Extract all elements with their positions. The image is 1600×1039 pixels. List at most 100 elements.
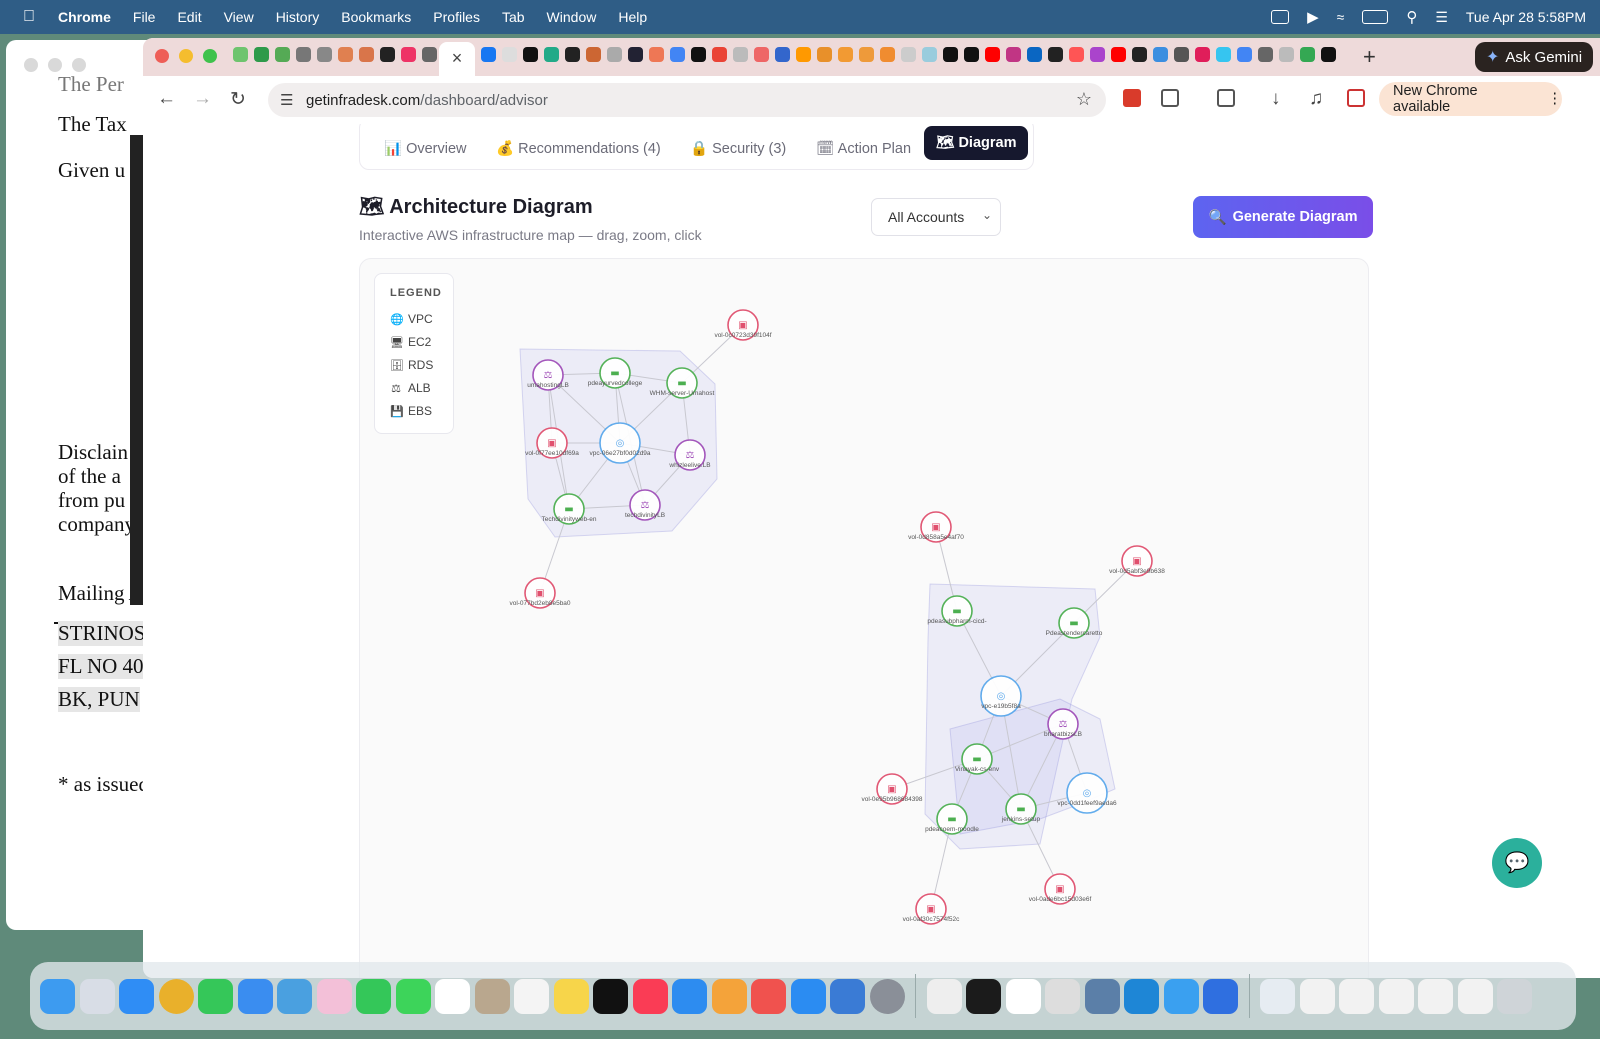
launchpad-icon[interactable] — [79, 978, 115, 1014]
diagram-node-ebs[interactable]: ▣vol-0d858a5e4af70 — [908, 511, 964, 543]
diagram-node-ec2[interactable]: ▬pdeacoem-moodle — [925, 803, 979, 835]
tab-favicon[interactable] — [401, 47, 416, 62]
tab-favicon[interactable] — [1111, 47, 1126, 62]
tab-favicon[interactable] — [859, 47, 874, 62]
vscode-icon[interactable] — [1124, 978, 1159, 1014]
menu-edit[interactable]: Edit — [177, 9, 202, 25]
menu-bookmarks[interactable]: Bookmarks — [341, 9, 412, 25]
tab-favicon[interactable] — [733, 47, 748, 62]
terminal-icon[interactable] — [966, 978, 1001, 1014]
diagram-node-vpc[interactable]: ◎vpc-e19b5f8a — [980, 675, 1022, 717]
windows-app-icon[interactable] — [1203, 978, 1238, 1014]
calendar-icon[interactable] — [435, 978, 470, 1014]
contacts-icon[interactable] — [474, 978, 510, 1014]
tab-favicon[interactable] — [964, 47, 979, 62]
zoom-window-button[interactable] — [203, 49, 217, 63]
rocket-app-icon[interactable] — [751, 978, 786, 1014]
menu-file[interactable]: File — [132, 9, 156, 25]
download-icon[interactable]: ↓ — [1271, 88, 1281, 109]
diagram-node-ebs[interactable]: ▣vol-0e95b968684398 — [861, 773, 923, 805]
document-thumbnail-icon[interactable] — [1339, 978, 1374, 1014]
minimize-window-button[interactable] — [179, 49, 193, 63]
wifi-icon[interactable]: ≈ — [1336, 9, 1345, 25]
textedit-icon[interactable] — [926, 978, 962, 1014]
play-icon[interactable]: ▶ — [1307, 9, 1319, 26]
account-select[interactable]: All Accounts⌄ — [871, 198, 1001, 236]
diagram-node-ebs[interactable]: ▣vol-077bd2eb8e5ba0 — [509, 577, 571, 609]
diagram-canvas[interactable]: ⚖umahostingLB▬pdeayurvedcollege▬WHM-serv… — [359, 258, 1369, 978]
tab-favicon[interactable] — [502, 47, 517, 62]
more-menu-icon[interactable]: ⋮ — [1547, 91, 1563, 107]
tab-favicon[interactable] — [1048, 47, 1063, 62]
messages-icon[interactable] — [198, 978, 233, 1014]
chat-widget-button[interactable]: 💬 — [1492, 838, 1542, 888]
maps-icon[interactable] — [277, 978, 312, 1014]
tab-favicon[interactable] — [1174, 47, 1189, 62]
menu-window[interactable]: Window — [546, 9, 597, 25]
tab-favicon[interactable] — [1027, 47, 1042, 62]
reload-icon[interactable]: ↻ — [230, 89, 246, 110]
diagram-node-ebs[interactable]: ▣vol-0f77ee10df69a — [525, 427, 579, 459]
diagram-node-ec2[interactable]: ▬pdeasubpharm-cicd- — [927, 595, 987, 627]
tab-favicon[interactable] — [796, 47, 811, 62]
menu-help[interactable]: Help — [618, 9, 648, 25]
tab-favicon[interactable] — [922, 47, 937, 62]
tab-favicon[interactable] — [754, 47, 769, 62]
tab-security[interactable]: 🔒 Security (3) — [690, 132, 786, 166]
tab-favicon[interactable] — [1132, 47, 1147, 62]
tab-favicon[interactable] — [1279, 47, 1294, 62]
tab-favicon[interactable] — [670, 47, 685, 62]
tab-favicon[interactable] — [422, 47, 437, 62]
trash-icon[interactable] — [1497, 978, 1532, 1014]
menu-profiles[interactable]: Profiles — [433, 9, 480, 25]
pages-icon[interactable] — [711, 978, 747, 1014]
tab-favicon[interactable] — [943, 47, 958, 62]
notes-icon[interactable] — [553, 978, 589, 1014]
close-window-button[interactable] — [155, 49, 169, 63]
tab-favicon[interactable] — [481, 47, 496, 62]
tab-favicon[interactable] — [1069, 47, 1084, 62]
tab-diagram[interactable]: 🗺 Diagram — [924, 126, 1029, 160]
diagram-node-ec2[interactable]: ▬pdeayurvedcollege — [588, 357, 643, 389]
apple-tv-icon[interactable] — [593, 978, 628, 1014]
q-app-icon[interactable] — [1163, 978, 1199, 1014]
generate-diagram-button[interactable]: 🔍Generate Diagram — [1193, 196, 1373, 238]
tab-favicon[interactable] — [254, 47, 269, 62]
tab-favicon[interactable] — [712, 47, 727, 62]
app-store-icon[interactable] — [790, 978, 826, 1014]
tab-favicon[interactable] — [1321, 47, 1336, 62]
diagram-node-ebs[interactable]: ▣vol-0af30c7574f52c — [903, 893, 960, 925]
tab-favicon[interactable] — [607, 47, 622, 62]
menu-view[interactable]: View — [223, 9, 254, 25]
document-thumbnail-icon[interactable] — [1299, 978, 1335, 1014]
menu-clock[interactable]: Tue Apr 28 5:58PM — [1465, 9, 1586, 25]
ask-gemini-button[interactable]: ✦ Ask Gemini — [1475, 42, 1593, 72]
mail-icon[interactable] — [237, 978, 273, 1014]
safari-icon[interactable] — [119, 978, 154, 1014]
address-bar[interactable]: ☰ getinfradesk.com/dashboard/advisor ☆ — [268, 83, 1106, 117]
diagram-node-alb[interactable]: ⚖umahostingLB — [527, 359, 569, 391]
tab-favicon[interactable] — [317, 47, 332, 62]
database-app-icon[interactable] — [1084, 978, 1120, 1014]
window-grid-icon[interactable] — [1271, 10, 1290, 24]
tab-favicon[interactable] — [1153, 47, 1168, 62]
tab-favicon[interactable] — [1258, 47, 1273, 62]
tab-favicon[interactable] — [338, 47, 353, 62]
tab-favicon[interactable] — [1090, 47, 1105, 62]
diagram-node-alb[interactable]: ⚖techdivinityLB — [625, 489, 665, 521]
menu-history[interactable]: History — [275, 9, 320, 25]
diagram-node-ec2[interactable]: ▬Vinayak-cs-env — [955, 743, 1000, 775]
forward-arrow-icon[interactable]: → — [193, 88, 212, 109]
media-controls-icon[interactable]: ♫ — [1309, 88, 1324, 109]
downloads-stack-icon[interactable] — [1260, 978, 1295, 1014]
control-center-icon[interactable]: ☰ — [1435, 8, 1448, 25]
spotlight-search-icon[interactable]: ⚲ — [1406, 9, 1418, 26]
tab-favicon[interactable] — [985, 47, 1000, 62]
finder-icon[interactable] — [40, 978, 75, 1014]
back-arrow-icon[interactable]: ← — [157, 88, 176, 109]
diagram-node-ec2[interactable]: ▬Techdivinityweb-en — [542, 493, 597, 525]
new-tab-button[interactable]: + — [1363, 44, 1376, 69]
update-chrome-button[interactable]: New Chrome available ⋮ — [1379, 82, 1562, 116]
tab-search-icon[interactable] — [1217, 89, 1235, 107]
tab-favicon[interactable] — [880, 47, 895, 62]
